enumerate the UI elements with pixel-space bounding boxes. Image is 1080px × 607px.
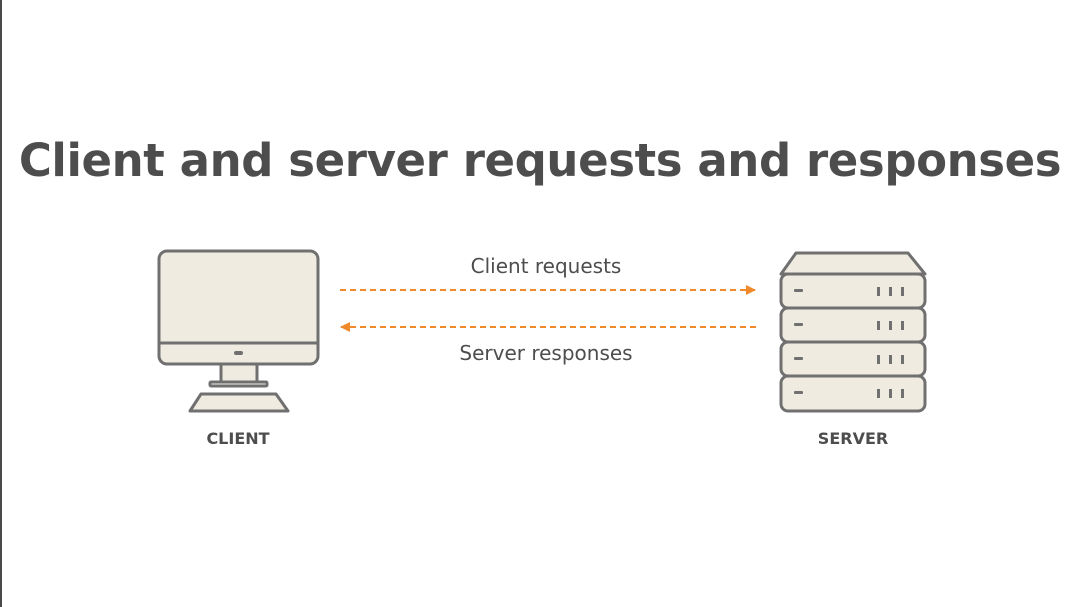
left-edge-border — [0, 0, 2, 607]
server-rack-icon — [779, 251, 927, 413]
request-label: Client requests — [470, 254, 622, 278]
server-label: SERVER — [817, 429, 889, 448]
desktop-computer-icon — [157, 249, 320, 413]
diagram-title: Client and server requests and responses — [18, 134, 1062, 187]
server-unit-indicators — [794, 287, 904, 398]
client-label: CLIENT — [206, 429, 270, 448]
response-label: Server responses — [459, 341, 633, 365]
